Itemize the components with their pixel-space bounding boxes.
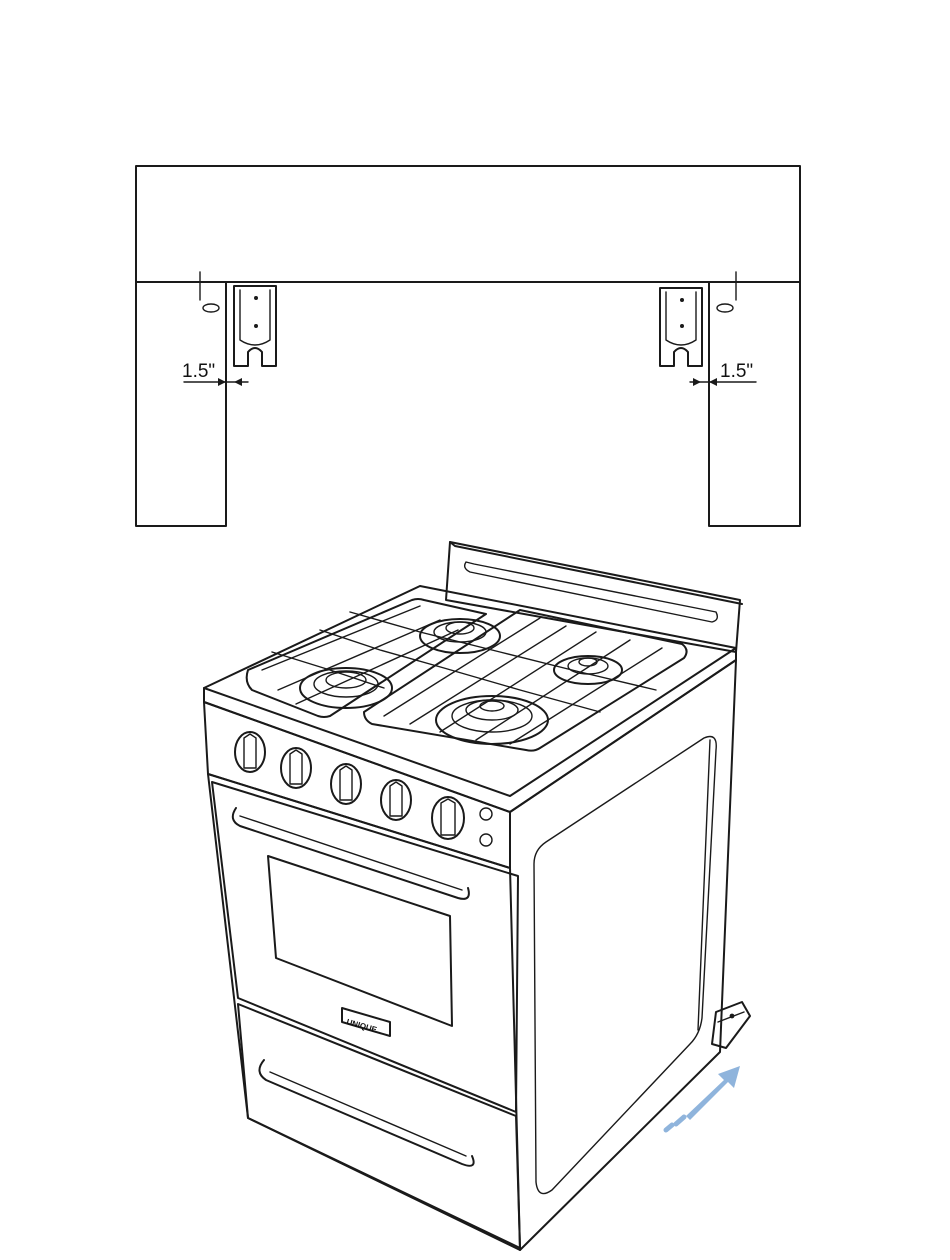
knob-3 (331, 764, 361, 804)
left-clearance-label: 1.5" (182, 361, 215, 382)
indicator-lights (480, 808, 492, 846)
left-clearance-dimension: 1.5" (182, 272, 248, 388)
brand-label: UNIQUE (345, 1017, 378, 1034)
right-clearance-dimension: 1.5" (690, 272, 756, 388)
storage-drawer (238, 1004, 520, 1248)
front-left-burner (300, 668, 392, 708)
oven-door: UNIQUE (212, 782, 518, 1112)
brand-plate: UNIQUE (342, 1008, 390, 1036)
right-clearance-label: 1.5" (720, 361, 753, 382)
range-front (208, 774, 520, 1250)
burners (300, 619, 622, 744)
gas-range-illustration: UNIQUE (204, 542, 750, 1250)
rear-right-burner (554, 656, 622, 684)
top-view: 1.5" 1.5" (136, 166, 800, 526)
knob-2 (281, 748, 311, 788)
right-anti-tip-bracket (660, 288, 702, 366)
slide-in-arrow (666, 1066, 740, 1130)
knob-1 (235, 732, 265, 772)
knob-5 (432, 797, 464, 839)
range-side-panel (510, 660, 736, 1250)
right-cabinet (709, 282, 800, 526)
left-cabinet (136, 282, 226, 526)
front-right-burner (436, 696, 548, 744)
oven-window (268, 856, 452, 1026)
knob-4 (381, 780, 411, 820)
floor-anti-tip-bracket (712, 1002, 750, 1048)
rear-left-burner (420, 619, 500, 653)
countertop (136, 166, 800, 282)
cooktop (204, 586, 736, 796)
left-anti-tip-bracket (234, 286, 276, 366)
